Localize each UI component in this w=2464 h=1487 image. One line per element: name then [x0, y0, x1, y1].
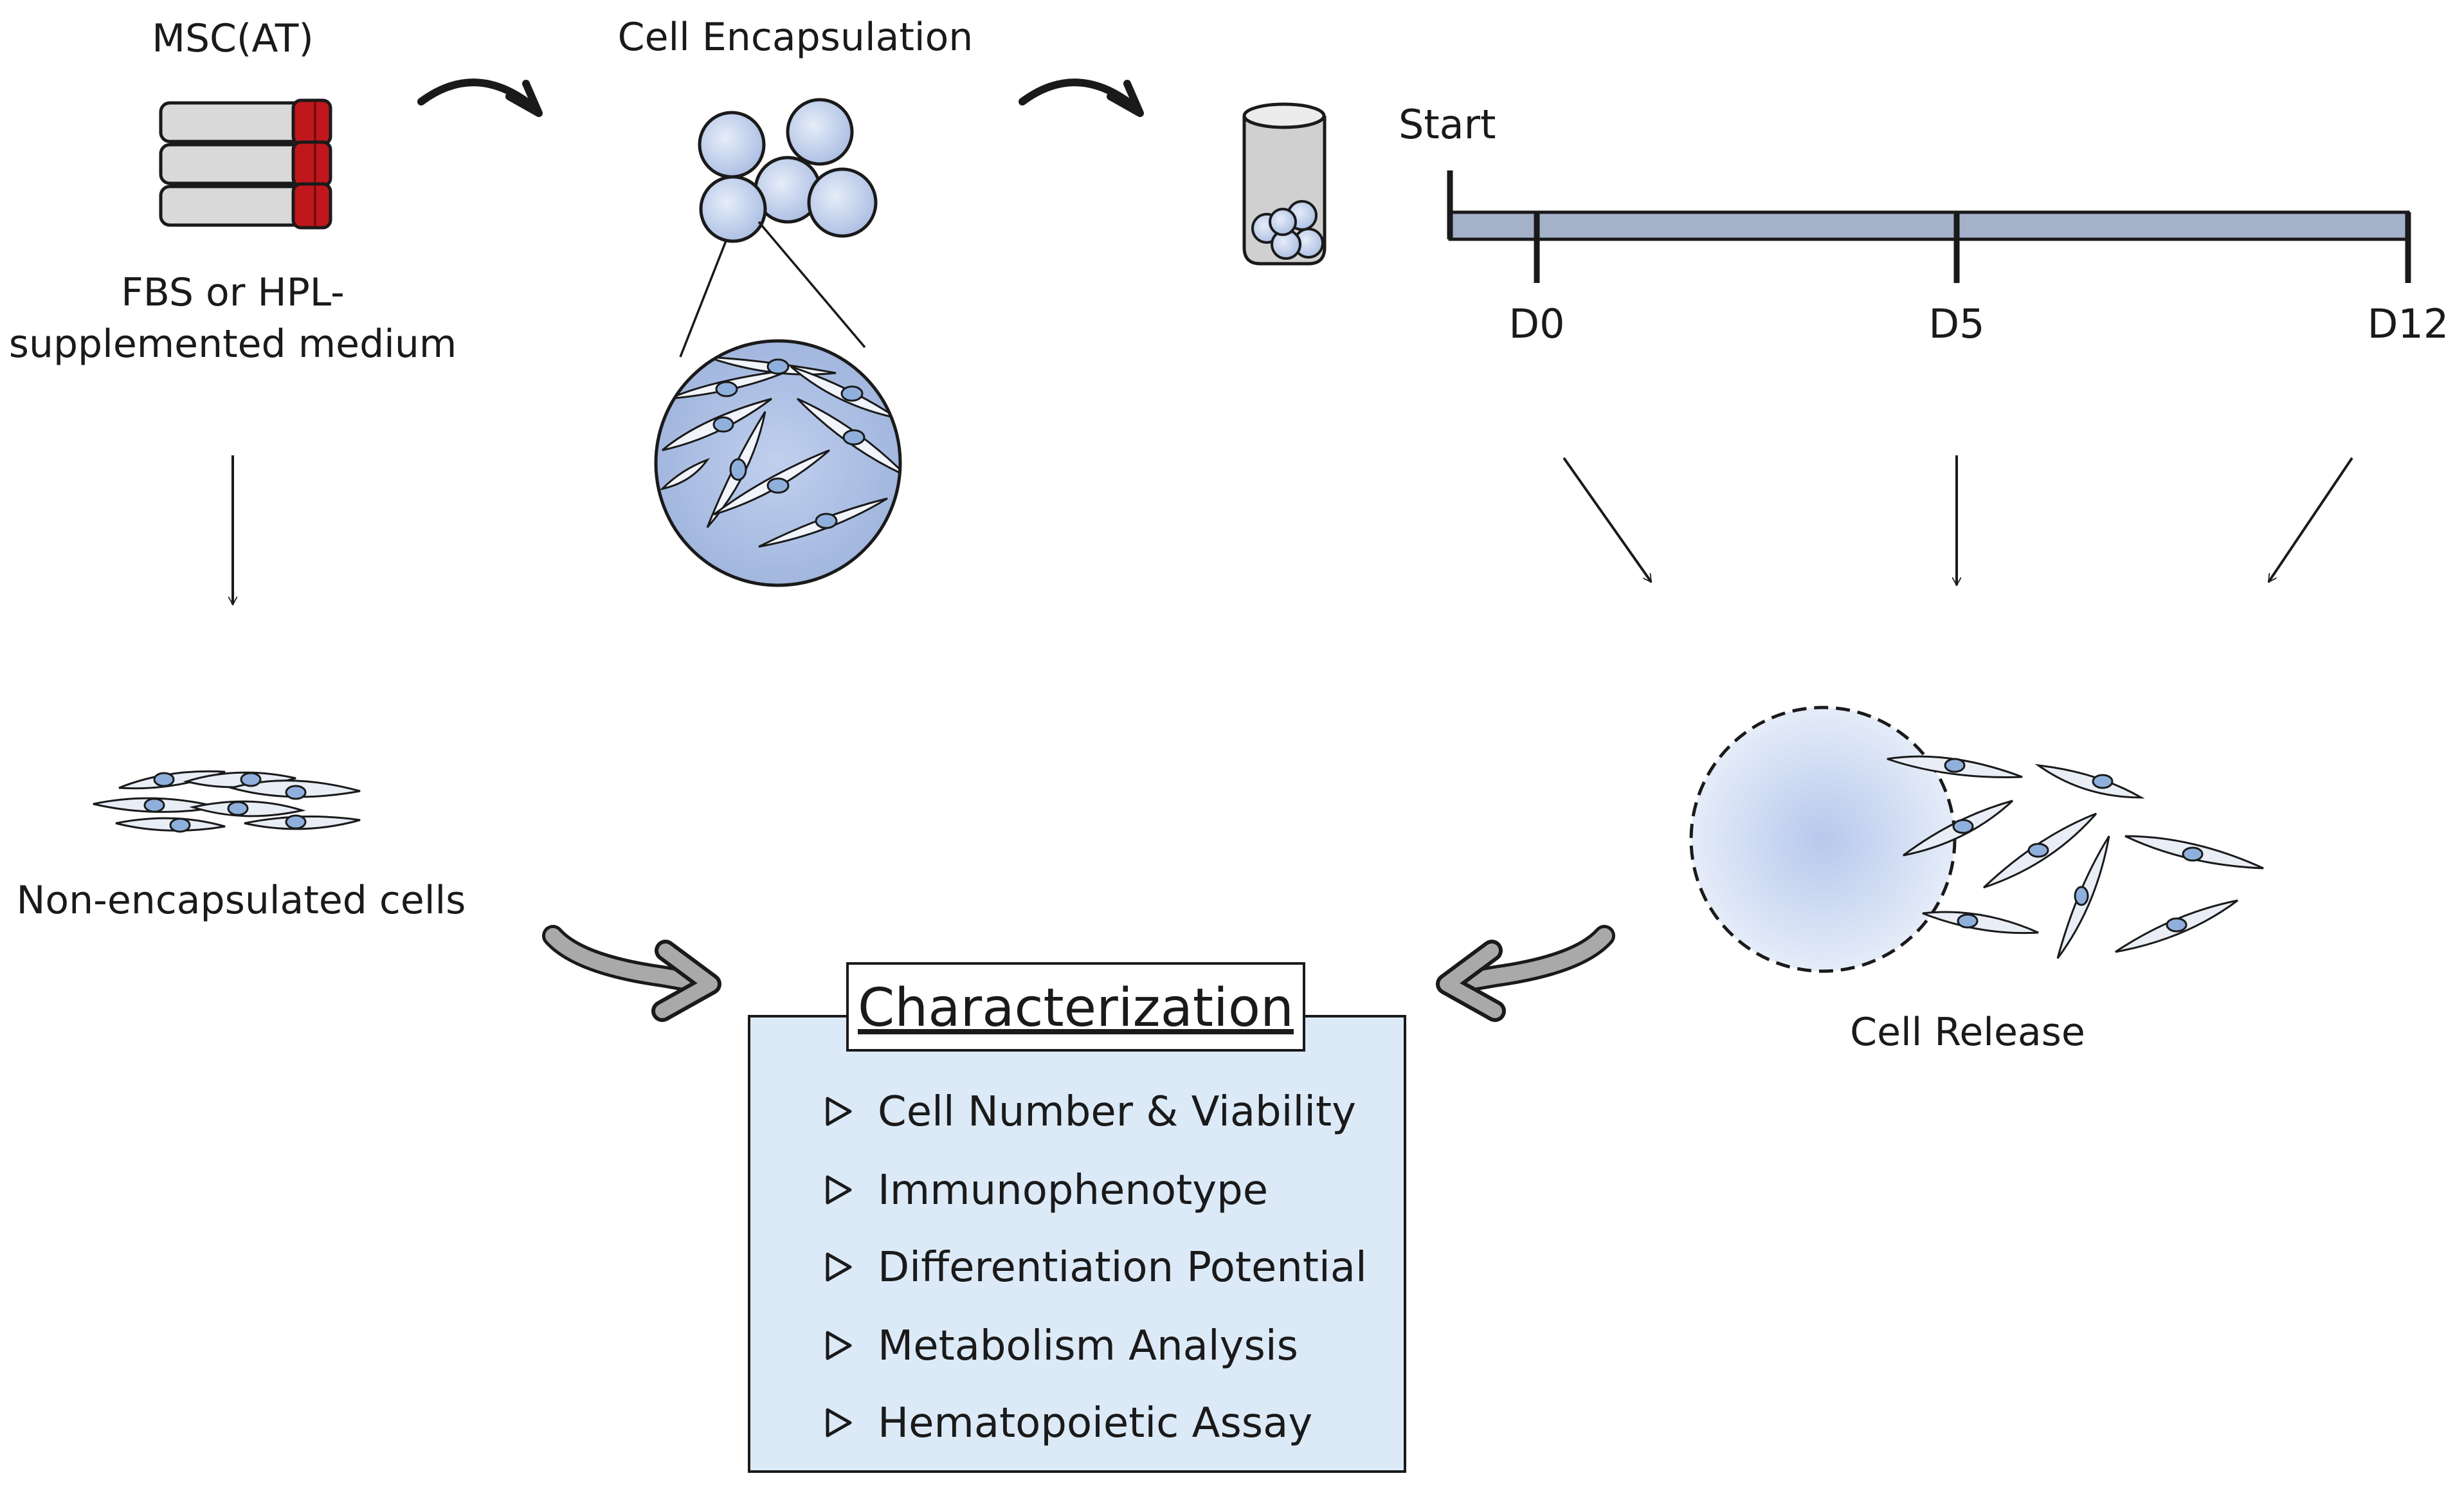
capsule — [807, 167, 878, 238]
characterization-box: Characterization Cell Number & Viability… — [748, 962, 1406, 1473]
flask-icon — [159, 140, 332, 188]
capsule — [786, 98, 854, 166]
triangle-bullet-icon — [826, 1175, 852, 1205]
list-item-label: Hematopoietic Assay — [878, 1400, 1312, 1447]
nucleus — [143, 798, 165, 813]
nucleus — [227, 801, 249, 816]
day-label-d0: D0 — [1508, 300, 1564, 347]
nucleus — [285, 785, 307, 800]
list-item-label: Differentiation Potential — [878, 1244, 1367, 1291]
capsule — [698, 111, 766, 179]
nucleus — [766, 358, 790, 375]
nucleus — [285, 814, 307, 830]
capsule-cluster-icon — [698, 98, 878, 243]
nucleus — [766, 477, 790, 494]
list-item: Cell Number & Viability — [826, 1088, 1356, 1136]
nucleus — [840, 385, 864, 402]
list-item: Hematopoietic Assay — [826, 1400, 1312, 1447]
nucleus — [842, 429, 865, 446]
zoom-line — [757, 221, 866, 349]
nucleus — [2074, 886, 2089, 906]
non-encapsulated-label: Non-encapsulated cells — [17, 878, 466, 923]
cell-release-label: Cell Release — [1850, 1010, 2085, 1055]
nucleus — [2092, 774, 2114, 789]
cell-release-icon — [1689, 706, 2264, 973]
timeline-start-label: Start — [1399, 101, 1496, 148]
curved-arrow-head — [505, 80, 543, 117]
nucleus — [1957, 913, 1979, 929]
capsule — [699, 175, 767, 243]
triangle-bullet-icon — [826, 1097, 852, 1126]
curved-arrow-head — [1107, 80, 1144, 117]
curved-arrow-icon — [1019, 78, 1137, 110]
nucleus — [815, 513, 838, 529]
msc-label: MSC(AT) — [152, 16, 314, 61]
flask-icon — [159, 98, 332, 146]
list-item: Differentiation Potential — [826, 1244, 1367, 1291]
nucleus — [169, 817, 191, 833]
cell-icon — [2034, 763, 2145, 799]
gray-arrow-left — [542, 925, 721, 1022]
triangle-bullet-icon — [826, 1331, 852, 1360]
triangle-bullet-icon — [826, 1252, 852, 1282]
list-item-label: Immunophenotype — [878, 1167, 1268, 1214]
encapsulation-label: Cell Encapsulation — [618, 15, 974, 60]
nucleus — [729, 458, 747, 481]
list-item: Immunophenotype — [826, 1167, 1268, 1214]
nucleus — [2166, 917, 2188, 933]
nucleus — [153, 772, 175, 787]
nucleus — [2182, 846, 2204, 862]
flask-stack-icon — [159, 98, 332, 230]
list-item-label: Cell Number & Viability — [878, 1088, 1356, 1136]
timeline — [1447, 170, 2411, 283]
arrow-d12 — [2267, 457, 2353, 582]
day-label-d12: D12 — [2368, 300, 2449, 347]
medium-label-line2: supplemented medium — [9, 322, 457, 367]
nucleus — [2027, 843, 2049, 858]
nucleus — [240, 772, 262, 787]
characterization-title: Characterization — [858, 978, 1294, 1039]
tube-icon — [1242, 102, 1327, 266]
medium-label-line1: FBS or HPL- — [121, 270, 345, 315]
nucleus — [715, 381, 738, 397]
non-encapsulated-cells-icon — [93, 770, 361, 833]
list-item-label: Metabolism Analysis — [878, 1322, 1298, 1370]
zoom-line — [679, 239, 728, 358]
nucleus — [712, 416, 734, 433]
cell-icon — [659, 457, 711, 491]
cell-icon — [1922, 911, 2039, 935]
gray-arrow-right — [1436, 925, 1615, 1022]
day-label-d5: D5 — [1928, 300, 1984, 347]
zoomed-capsule — [654, 339, 902, 587]
nucleus — [1944, 758, 1966, 773]
triangle-bullet-icon — [826, 1408, 852, 1437]
list-item: Metabolism Analysis — [826, 1322, 1298, 1370]
flask-icon — [159, 182, 332, 230]
curved-arrow-icon — [417, 78, 536, 110]
nucleus — [1952, 819, 1974, 834]
arrow-d0 — [1563, 457, 1653, 582]
